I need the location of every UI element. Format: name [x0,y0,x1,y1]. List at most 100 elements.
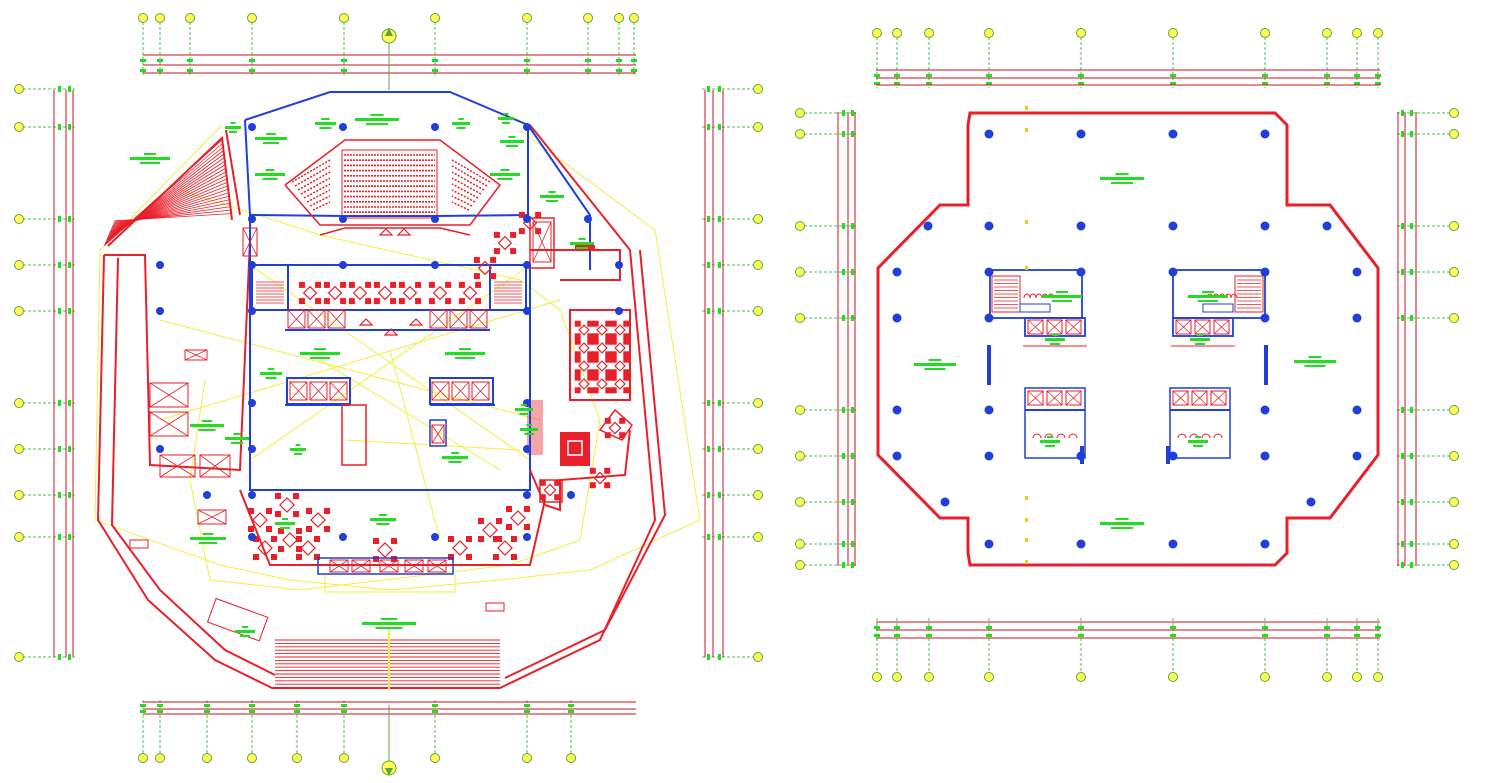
chair [610,356,617,363]
chair [605,369,612,376]
chair [314,536,320,542]
room-tag [1100,177,1144,180]
dimension-tick [986,74,992,77]
column-icon [156,261,164,269]
chair [271,554,277,560]
chair [592,351,599,358]
grid-bubble-icon [795,129,805,139]
grid-bubble-icon [753,652,763,662]
grid-bubble-icon [753,214,763,224]
column-icon [892,267,902,277]
column-icon [248,445,256,453]
grid-bubble-icon [14,214,24,224]
grid-bubble-icon [753,306,763,316]
equipment-cross [1210,390,1227,406]
room-tag [300,352,340,355]
room-tag [1188,440,1208,443]
grid-bubble-icon [185,13,195,23]
dimension-tick [851,131,854,137]
chair [275,511,281,517]
side-seat-row [451,183,479,199]
chair [323,298,330,305]
grid-bubble-icon [795,497,805,507]
equipment-box [1172,390,1189,406]
room-tag [225,437,249,440]
chair [306,526,312,532]
equipment-cross [184,349,208,361]
chair [619,417,626,424]
room-tag-subline [280,527,290,529]
toilet-fixture [1177,433,1187,439]
equipment-box [1046,390,1063,406]
core-room [286,377,351,405]
room-tag-subline [576,247,588,249]
grid-bubble-icon [753,84,763,94]
room-tag [130,157,170,160]
fixture [598,408,633,441]
dimension-tick [707,262,710,268]
chair [365,281,372,288]
dimension-tick [718,124,721,130]
chair [296,536,302,542]
room-tag-subline [1050,343,1060,345]
dimension-tick [851,541,854,547]
dimension-tick [718,534,721,540]
column-icon [615,307,623,315]
grid-bubble-icon [1260,672,1270,682]
column-icon [156,307,164,315]
room-tag-title [282,518,288,520]
grid-bubble-icon [795,221,805,231]
room-tag [1100,522,1144,525]
column-icon [248,533,256,541]
left-grid-axes [14,84,75,662]
room-tag-subline [263,142,279,144]
fixture [408,318,424,326]
dimension-tick [524,59,530,62]
column-icon [1168,451,1178,461]
room-tag-subline [448,461,462,463]
column-icon [523,445,531,453]
dj-booth [560,432,590,466]
room-tag-title [233,433,241,435]
dimension-tick [1401,110,1404,116]
dimension-tick [1401,499,1404,505]
dimension-tick [187,69,193,72]
chair [511,554,517,560]
chair [373,298,380,305]
grid-bubble-icon [583,13,593,23]
table [578,360,590,372]
stair-core [489,264,527,311]
column-icon [1352,405,1362,415]
chair [340,298,347,305]
column-icon [1322,221,1332,231]
room-tag-subline [1111,527,1133,529]
dimension-tick [718,86,721,92]
dimension-tick [68,446,71,452]
column-icon [940,497,950,507]
dimension-tick [58,262,61,268]
grid-bubble-icon [522,13,532,23]
toilet-fixture [1068,433,1078,439]
room-tag-title [1056,291,1068,293]
table [282,532,298,548]
equipment-box [327,309,346,329]
grid-bubble-icon [1449,539,1459,549]
dimension-tick [432,59,438,62]
room-tag-title [202,533,214,535]
equipment-box [1175,319,1192,335]
axis-letter-mark [1025,560,1028,564]
chair [592,356,599,363]
room-tag [1188,295,1228,298]
chair [574,338,581,345]
dimension-tick [894,634,900,637]
side-seat-row [303,183,331,199]
room-tag [570,242,594,245]
chair [592,320,599,327]
stage-outline [284,139,502,236]
equipment-cross [1172,390,1189,406]
auditorium-seating-block [341,149,438,219]
equipment-cross [329,381,348,401]
grid-bubble-icon [14,398,24,408]
chair [510,231,517,238]
grid-bubble-icon [614,13,624,23]
